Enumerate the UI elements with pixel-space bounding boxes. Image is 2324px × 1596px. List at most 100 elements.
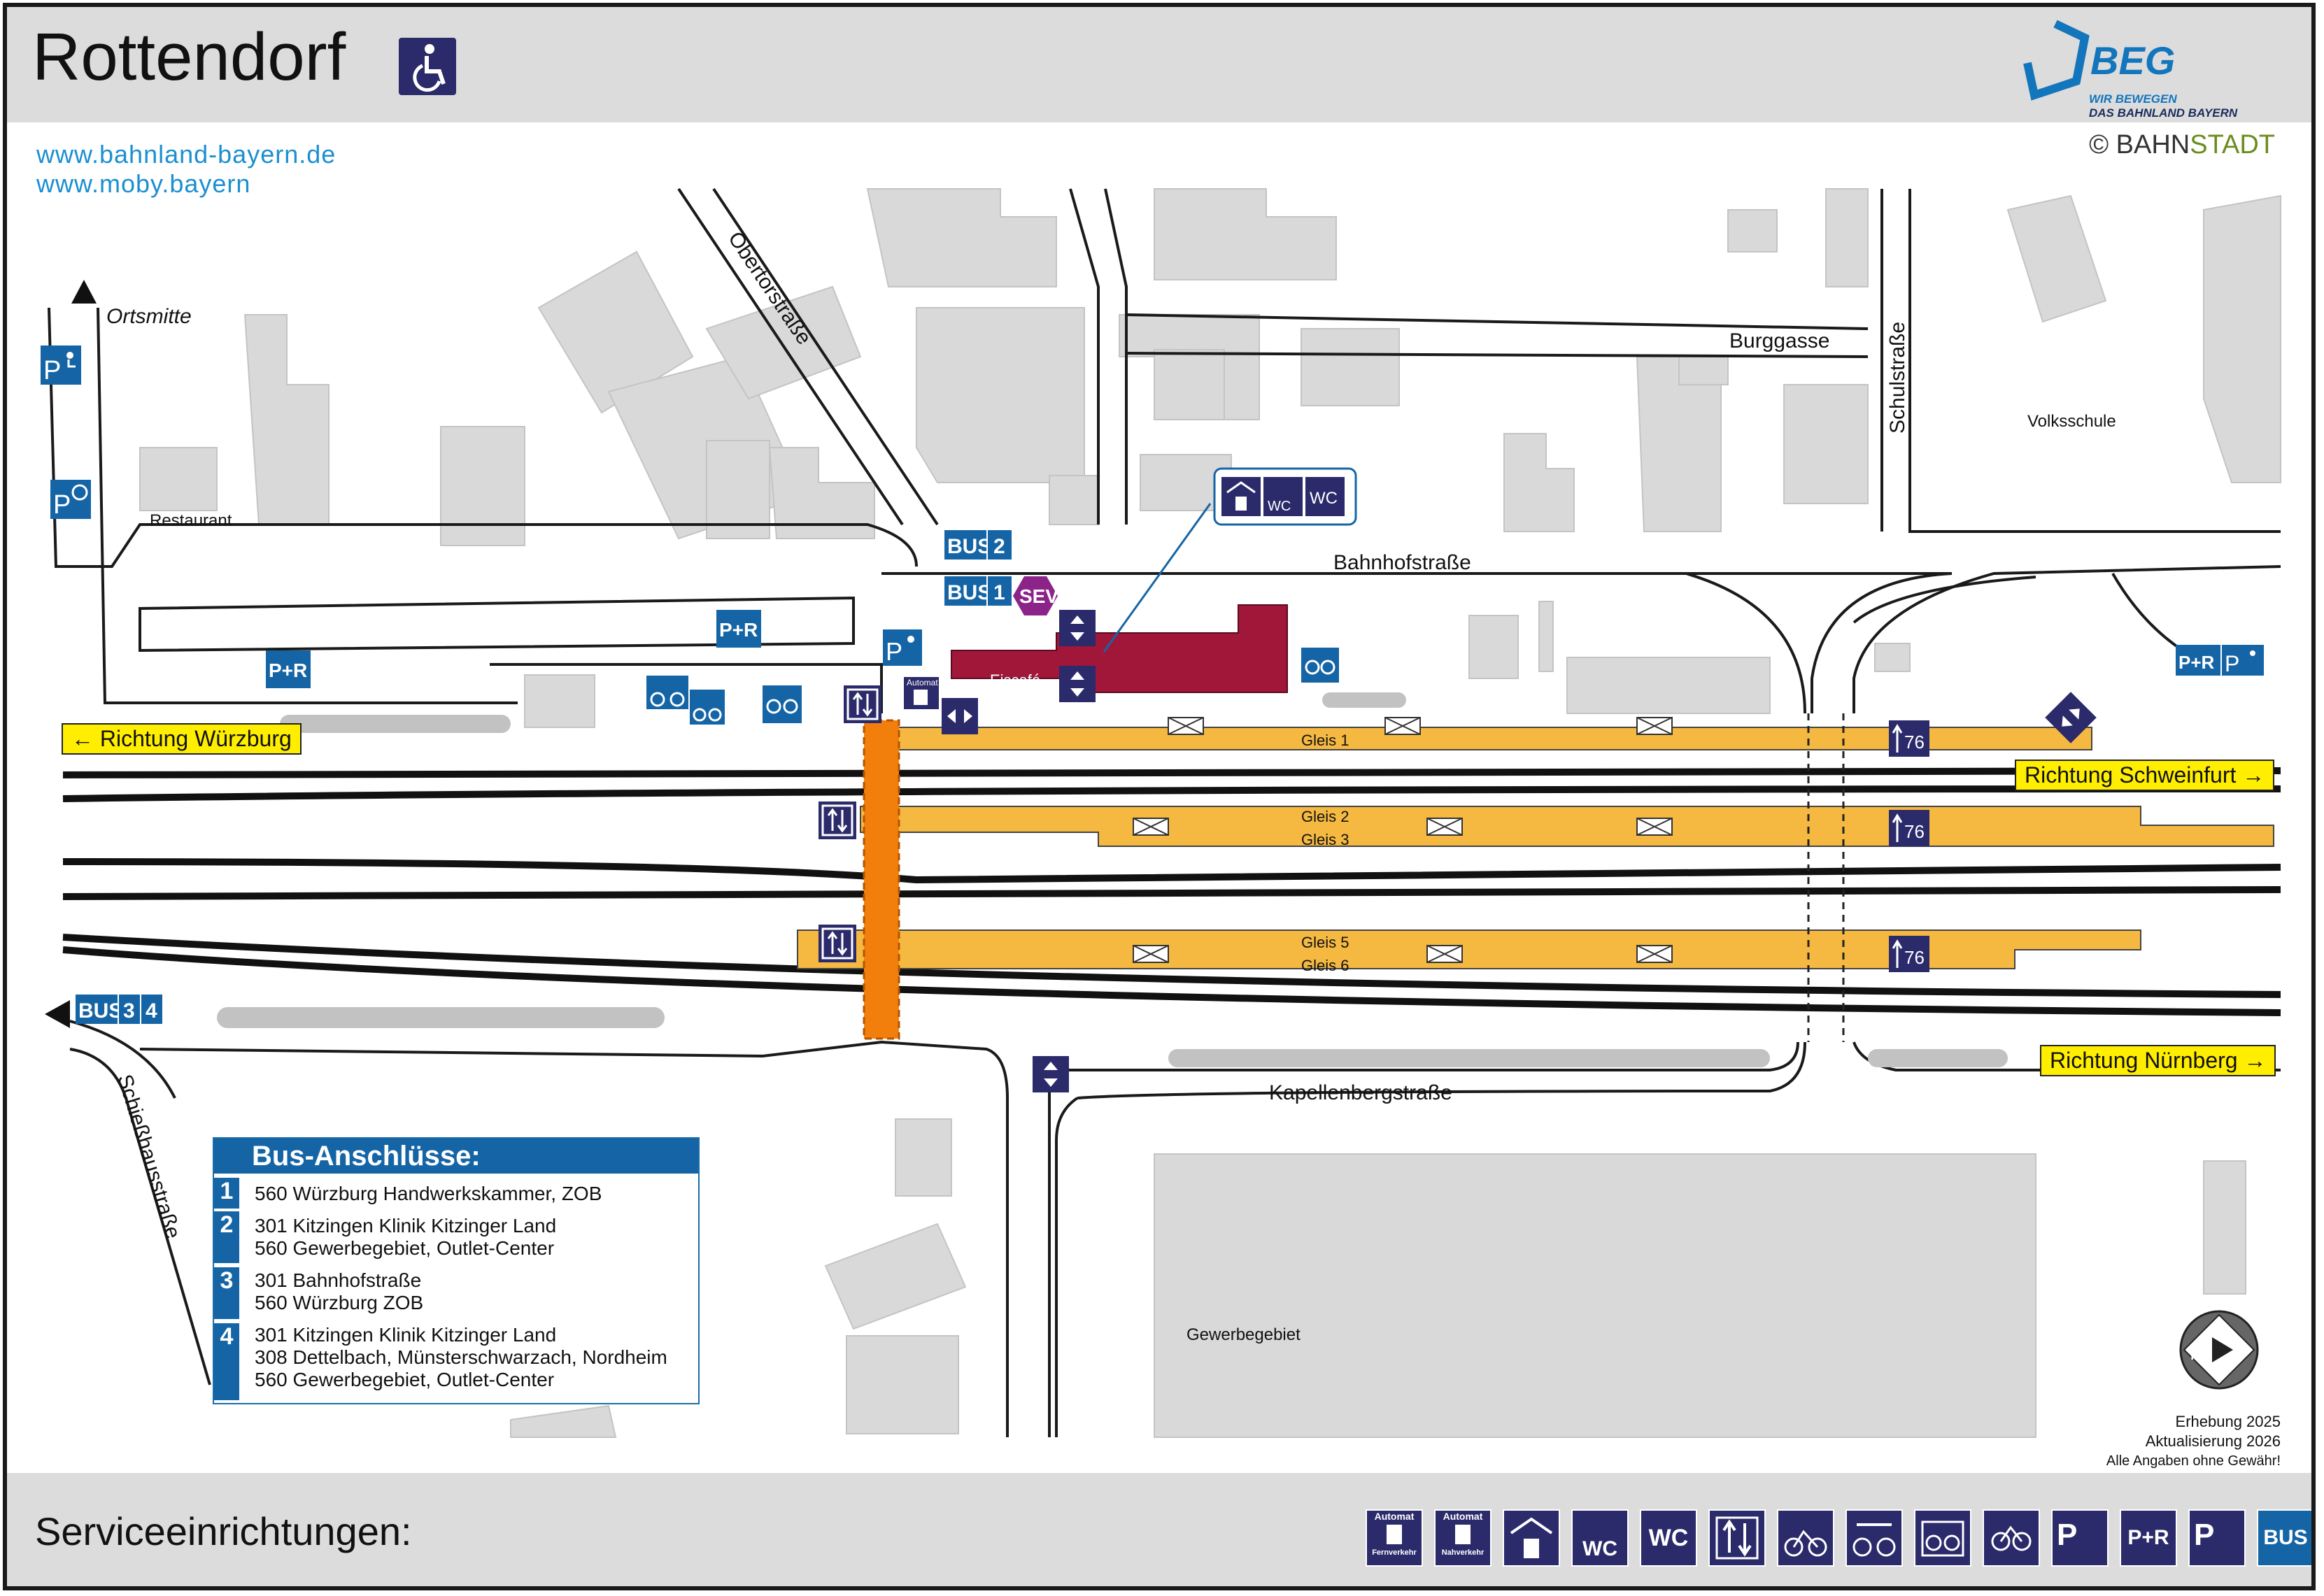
label-gleis-6: Gleis 6 — [1301, 957, 1349, 974]
bike-stand-icon[interactable] — [1301, 648, 1339, 683]
beg-logo-name: BEG — [2090, 38, 2176, 83]
building — [1503, 433, 1575, 532]
automat-text: Automat — [1443, 1511, 1483, 1522]
automat-text: Automat — [1374, 1511, 1415, 1522]
bus-line: 301 Kitzingen Klinik Kitzinger Land — [255, 1324, 557, 1346]
travel-centre-wc-callout: WC WC — [1213, 467, 1357, 526]
building — [1538, 601, 1554, 672]
building — [1468, 615, 1519, 679]
bike-rental-station-icon[interactable] — [646, 676, 688, 709]
ticket-machine-icon[interactable]: Automat — [904, 677, 939, 709]
building — [537, 250, 694, 414]
beg-tagline-1: WIR BEWEGEN — [2089, 92, 2177, 106]
park-and-ride-icon: P+R — [2120, 1509, 2177, 1567]
bus-line: 301 Kitzingen Klinik Kitzinger Land — [255, 1215, 557, 1237]
parking-label: P — [43, 356, 61, 385]
building — [1727, 209, 1778, 252]
building — [846, 1335, 959, 1434]
shelter-mark — [1133, 818, 1169, 836]
platform-5-6 — [797, 929, 2141, 969]
wc-icon: WC — [1640, 1509, 1697, 1567]
stairs-icon — [844, 685, 881, 723]
building — [1154, 349, 1225, 420]
travel-centre-icon[interactable] — [1221, 477, 1261, 516]
street-edge — [1069, 188, 1100, 525]
stairs-icon — [819, 801, 856, 839]
accessible-station-icon — [399, 38, 456, 95]
header-bar — [7, 7, 2311, 122]
accessible-parking-icon[interactable]: P — [41, 345, 81, 385]
parking-icons: P P P P+R P+R P+R P — [41, 345, 2264, 688]
building — [2203, 1160, 2246, 1295]
short-term-parking-icon: P — [2188, 1509, 2246, 1567]
lift-icon[interactable] — [942, 698, 978, 734]
label-gleis-1: Gleis 1 — [1301, 732, 1349, 749]
sev-replacement-bus-icon[interactable]: SEV — [1013, 576, 1058, 615]
park-and-ride-icon[interactable]: P+R — [2176, 645, 2220, 676]
label-gleis-2: Gleis 2 — [1301, 808, 1349, 825]
lift-icons — [942, 610, 2097, 1092]
park-and-ride-icon[interactable]: P+R — [716, 610, 761, 648]
building — [1566, 657, 1771, 714]
street-edge — [1685, 572, 1806, 714]
west-arrow-icon — [45, 1000, 70, 1028]
accessible-parking-icon[interactable]: P — [2222, 645, 2264, 676]
shelter-mark — [1133, 945, 1169, 963]
bike-parking-icon — [1914, 1509, 1971, 1567]
lift-icon[interactable] — [1033, 1056, 1069, 1092]
kapellenbergstrasse-edge — [1056, 1041, 1799, 1071]
url-moby[interactable]: www.moby.bayern — [36, 169, 251, 198]
bike-rental-station-icon — [1845, 1509, 1903, 1567]
shrub — [280, 715, 511, 733]
bus-group-number: 4 — [214, 1323, 239, 1400]
map-frame: Rottendorf BEG WIR BEWEGEN DAS BAHNLAND … — [3, 3, 2316, 1590]
parking-label: P — [2225, 651, 2239, 676]
bus-group-number: 3 — [214, 1267, 239, 1319]
copyright-suffix: STADT — [2190, 130, 2275, 159]
bike-parking-icon[interactable] — [763, 685, 802, 723]
parking-text: P — [2194, 1518, 2215, 1552]
label-gewerbegebiet: Gewerbegebiet — [1186, 1325, 1301, 1344]
buildings — [139, 188, 2281, 1438]
railway-tracks — [62, 767, 2281, 1016]
update-note: Aktualisierung 2026 — [2145, 1432, 2281, 1450]
track — [62, 886, 2281, 900]
bike-rental-icon[interactable] — [690, 690, 725, 725]
accessible-wc-icon: WC — [1571, 1509, 1629, 1567]
platform-height-value: 76 — [1904, 732, 1925, 753]
parking-text: P — [2057, 1518, 2078, 1552]
shelter-mark — [1426, 945, 1463, 963]
building — [866, 188, 1057, 287]
bus-panel-title: Bus-Anschlüsse: — [214, 1139, 698, 1174]
wc-icon[interactable]: WC — [1305, 477, 1345, 516]
platform-shelters — [1133, 717, 1673, 963]
track — [62, 785, 2281, 802]
lift-icon[interactable] — [1059, 666, 1096, 702]
accessible-wc-icon[interactable]: WC — [1263, 477, 1303, 516]
park-and-ride-icon[interactable]: P+R — [266, 650, 311, 688]
burggasse-edge — [1126, 352, 1869, 358]
wc-label: WC — [1268, 499, 1291, 514]
short-term-parking-icon[interactable]: P — [50, 480, 91, 520]
accessible-parking-icon[interactable]: P — [883, 629, 922, 666]
copyright-prefix: BAHN — [2116, 130, 2190, 159]
lift-icon[interactable] — [1059, 610, 1096, 646]
building — [1154, 1153, 2036, 1438]
bus-stop-icon: BUS — [2257, 1509, 2311, 1567]
beg-logo: BEG WIR BEWEGEN DAS BAHNLAND BAYERN — [2020, 17, 2272, 122]
url-bahnland[interactable]: www.bahnland-bayern.de — [36, 140, 336, 169]
direction-schweinfurt-label: Richtung Schweinfurt — [2025, 762, 2237, 788]
direction-wuerzburg-label: Richtung Würzburg — [99, 726, 292, 751]
bus-line: 560 Würzburg ZOB — [255, 1292, 424, 1313]
copyright-bahnstadt: © BAHNSTADT — [2089, 130, 2275, 160]
north-arrow-ortsmitte-icon — [71, 280, 97, 304]
label-volksschule: Volksschule — [2027, 412, 2116, 431]
building — [440, 426, 525, 546]
bus-connections-panel: Bus-Anschlüsse: 1 560 Würzburg Handwerks… — [213, 1137, 700, 1404]
lift-icon[interactable] — [2045, 692, 2097, 743]
street-edge — [1852, 576, 2036, 624]
